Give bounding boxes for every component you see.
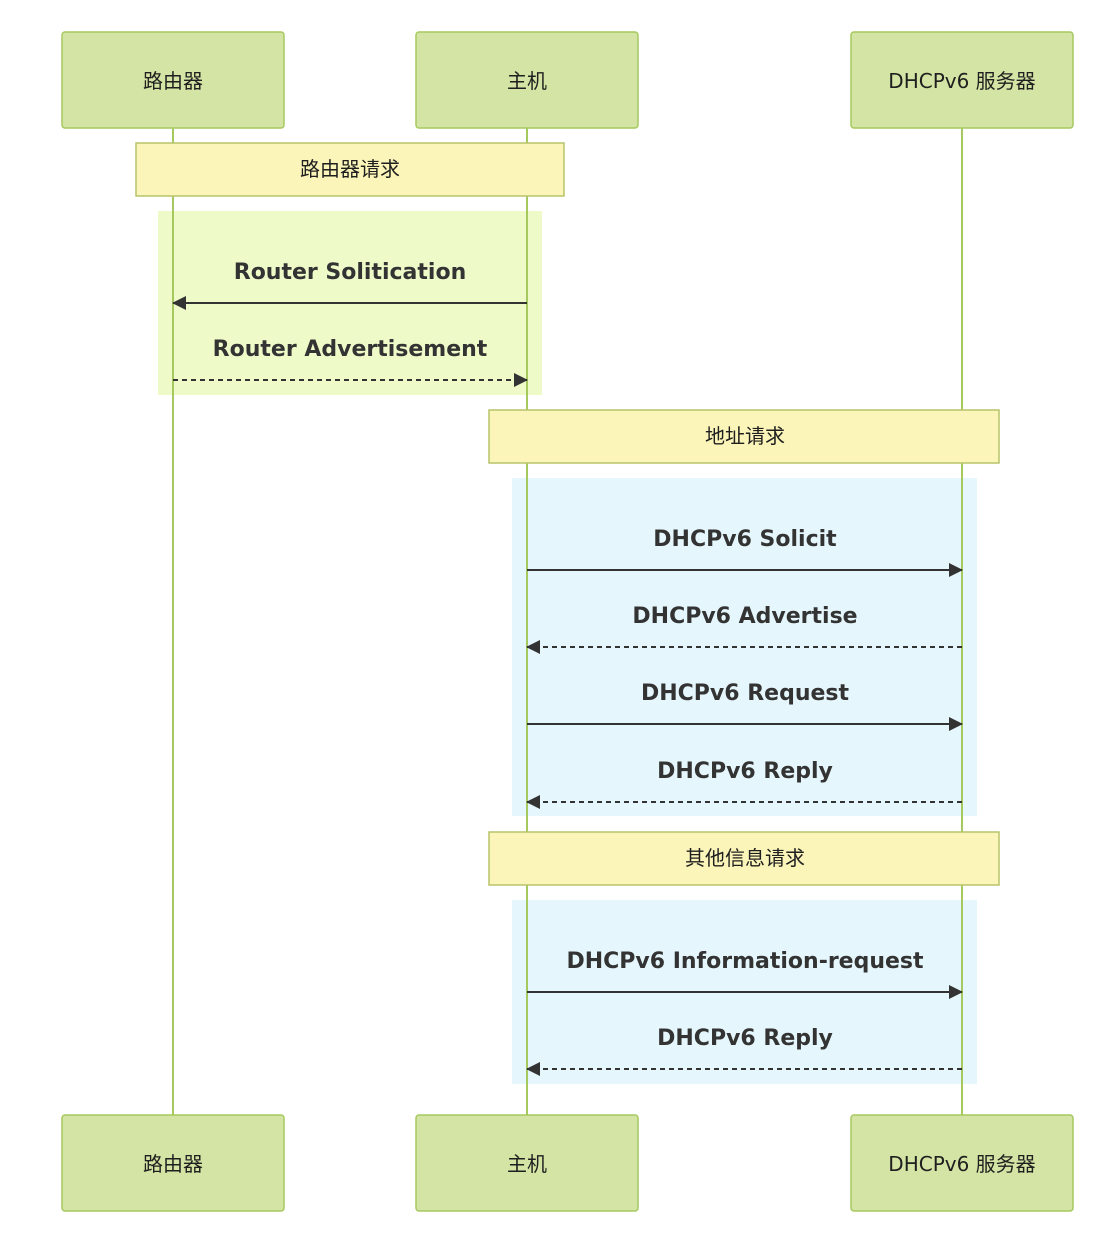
message-label: DHCPv6 Advertise bbox=[632, 604, 857, 629]
lifelines bbox=[172, 128, 963, 1115]
participant-router-bottom: 路由器 bbox=[61, 1114, 285, 1212]
note-label: 路由器请求 bbox=[300, 157, 400, 181]
participant-label: DHCPv6 服务器 bbox=[888, 69, 1035, 93]
participant-router-top: 路由器 bbox=[61, 31, 285, 129]
message-label: DHCPv6 Reply bbox=[657, 1026, 833, 1051]
message-label: DHCPv6 Reply bbox=[657, 759, 833, 784]
messages: Router Solitication Router Advertisement… bbox=[172, 260, 963, 1076]
note-router-solicitation: 路由器请求 bbox=[135, 142, 565, 197]
message-label: Router Solitication bbox=[234, 260, 466, 285]
message-label: Router Advertisement bbox=[213, 337, 488, 362]
note-other-info-request: 其他信息请求 bbox=[488, 831, 1000, 886]
message-label: DHCPv6 Solicit bbox=[653, 527, 837, 552]
participant-host-bottom: 主机 bbox=[415, 1114, 639, 1212]
note-label: 其他信息请求 bbox=[685, 846, 805, 870]
participant-label: 路由器 bbox=[143, 69, 203, 93]
message-label: DHCPv6 Information-request bbox=[566, 949, 924, 974]
participant-label: 主机 bbox=[507, 1152, 547, 1176]
note-address-request: 地址请求 bbox=[488, 409, 1000, 464]
note-label: 地址请求 bbox=[705, 424, 785, 448]
participant-label: DHCPv6 服务器 bbox=[888, 1152, 1035, 1176]
participant-dhcp-top: DHCPv6 服务器 bbox=[850, 31, 1074, 129]
participant-dhcp-bottom: DHCPv6 服务器 bbox=[850, 1114, 1074, 1212]
participant-label: 主机 bbox=[507, 69, 547, 93]
message-label: DHCPv6 Request bbox=[641, 681, 850, 706]
participant-host-top: 主机 bbox=[415, 31, 639, 129]
participant-label: 路由器 bbox=[143, 1152, 203, 1176]
